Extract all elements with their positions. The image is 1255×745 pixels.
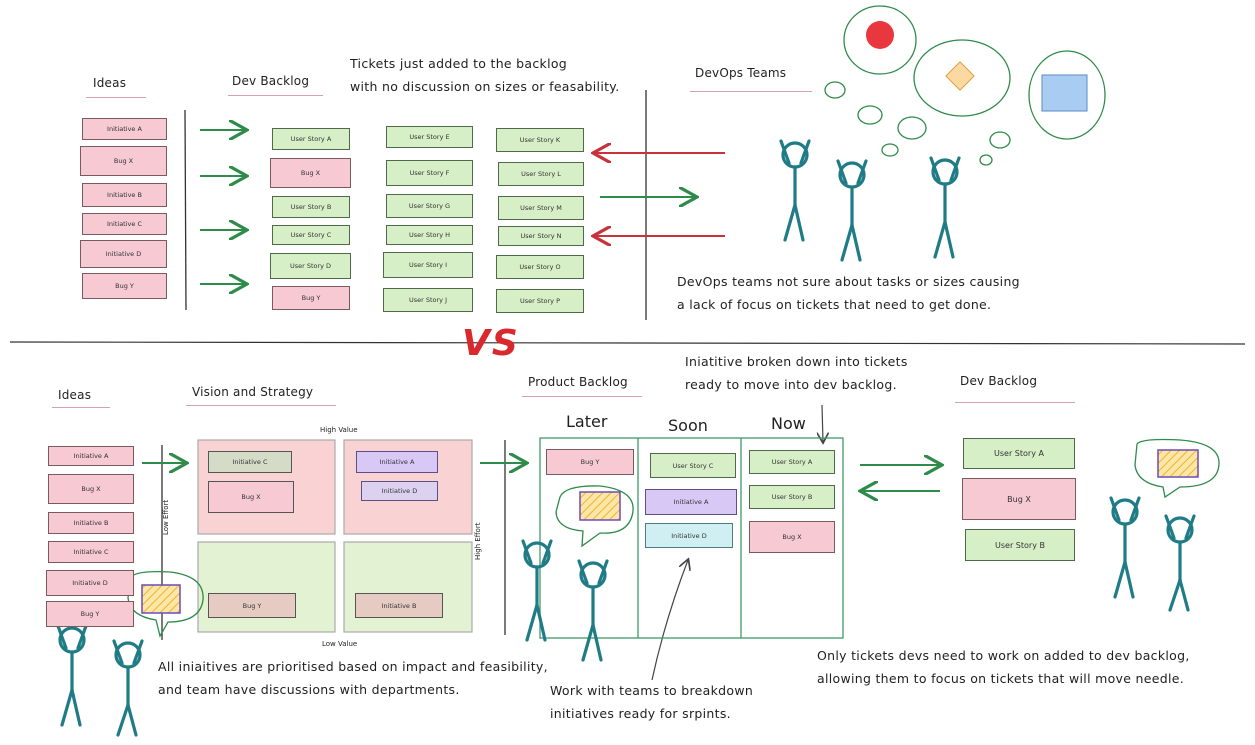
low-effort-label: Low Effort	[162, 499, 170, 535]
top-idea-card[interactable]: Initiative C	[82, 213, 167, 235]
devops-note: DevOps teams not sure about tasks or siz…	[677, 274, 1020, 312]
dev-card[interactable]: User Story B	[965, 529, 1075, 561]
low-value-label: Low Value	[322, 640, 358, 648]
top-backlog-card[interactable]: User Story K	[496, 128, 584, 152]
matrix-card[interactable]: Bug X	[208, 481, 294, 513]
top-idea-card[interactable]: Initiative D	[80, 240, 167, 268]
top-backlog-card[interactable]: Bug Y	[272, 286, 350, 310]
bottom-idea-card[interactable]: Initiative A	[48, 446, 134, 466]
soon-header: Soon	[668, 416, 708, 435]
top-backlog-card[interactable]: User Story C	[272, 225, 350, 245]
stick-figures	[56, 139, 1196, 737]
teams-note: Work with teams to breakdown initiatives…	[550, 683, 754, 721]
product-board	[539, 437, 844, 639]
board-card[interactable]: Initiative A	[645, 489, 737, 515]
top-backlog-card[interactable]: User Story B	[272, 196, 350, 218]
board-card[interactable]: User Story C	[650, 453, 736, 478]
top-backlog-card[interactable]: User Story G	[386, 194, 473, 218]
high-effort-label: High Effort	[474, 522, 482, 560]
blue-square-icon	[1041, 74, 1088, 112]
matrix-card[interactable]: Initiative D	[361, 481, 438, 501]
top-backlog-card[interactable]: User Story J	[383, 288, 473, 312]
bottom-idea-card[interactable]: Bug Y	[46, 601, 134, 627]
top-backlog-card[interactable]: User Story N	[498, 226, 584, 246]
bottom-idea-card[interactable]: Initiative B	[48, 512, 134, 534]
top-backlog-card[interactable]: User Story E	[386, 126, 473, 148]
dev-card[interactable]: User Story A	[963, 438, 1075, 469]
board-card[interactable]: Bug X	[749, 521, 835, 553]
top-backlog-card[interactable]: User Story A	[272, 128, 350, 150]
matrix-card[interactable]: Initiative C	[208, 451, 292, 473]
diamond-icon	[945, 61, 975, 91]
matrix-card[interactable]: Initiative B	[355, 593, 443, 618]
top-idea-card[interactable]: Bug X	[80, 146, 167, 176]
bottom-dev-backlog-title: Dev Backlog	[960, 374, 1038, 388]
bottom-idea-card[interactable]: Initiative C	[48, 541, 134, 563]
later-header: Later	[566, 412, 608, 431]
board-card[interactable]: User Story B	[749, 485, 835, 509]
now-header: Now	[771, 414, 806, 433]
top-backlog-card[interactable]: User Story M	[498, 196, 584, 220]
top-red-arrows	[595, 153, 725, 236]
matrix-card[interactable]: Initiative A	[356, 451, 438, 473]
top-dev-backlog-title: Dev Backlog	[232, 74, 310, 88]
focus-note: Only tickets devs need to work on added …	[817, 648, 1190, 686]
bottom-idea-card[interactable]: Initiative D	[46, 570, 134, 596]
board-card[interactable]: User Story A	[749, 450, 835, 474]
prioritise-note: All iniaitives are prioritised based on …	[158, 659, 548, 697]
breakdown-note: Iniatitive broken down into tickets read…	[685, 354, 908, 392]
top-idea-card[interactable]: Bug Y	[82, 273, 167, 299]
top-ideas-title: Ideas	[93, 76, 127, 90]
top-backlog-card[interactable]: User Story L	[498, 162, 584, 186]
vision-title: Vision and Strategy	[192, 385, 314, 399]
top-backlog-card[interactable]: User Story F	[386, 160, 473, 186]
thought-bubbles	[824, 5, 1106, 166]
bottom-ideas-title: Ideas	[58, 388, 92, 402]
top-backlog-card[interactable]: User Story I	[383, 252, 473, 278]
matrix-card[interactable]: Bug Y	[208, 593, 296, 618]
high-value-label: High Value	[320, 426, 358, 434]
devops-title: DevOps Teams	[695, 66, 787, 80]
top-backlog-card[interactable]: Bug X	[270, 158, 351, 188]
top-backlog-card[interactable]: User Story O	[496, 255, 584, 279]
top-idea-card[interactable]: Initiative B	[82, 183, 167, 207]
vs-label: VS	[462, 323, 520, 364]
top-backlog-card[interactable]: User Story D	[270, 253, 351, 279]
board-card[interactable]: Bug Y	[546, 449, 634, 475]
product-backlog-title: Product Backlog	[528, 375, 628, 389]
top-backlog-card[interactable]: User Story P	[496, 289, 584, 313]
board-card[interactable]: Initiative D	[645, 523, 733, 548]
backlog-note: Tickets just added to the backlog with n…	[350, 56, 620, 94]
top-idea-card[interactable]: Initiative A	[82, 118, 167, 140]
bottom-idea-card[interactable]: Bug X	[48, 474, 134, 504]
red-circle-icon	[866, 21, 894, 49]
top-green-arrows	[200, 130, 695, 284]
dev-card[interactable]: Bug X	[962, 478, 1076, 520]
top-backlog-card[interactable]: User Story H	[386, 225, 473, 245]
